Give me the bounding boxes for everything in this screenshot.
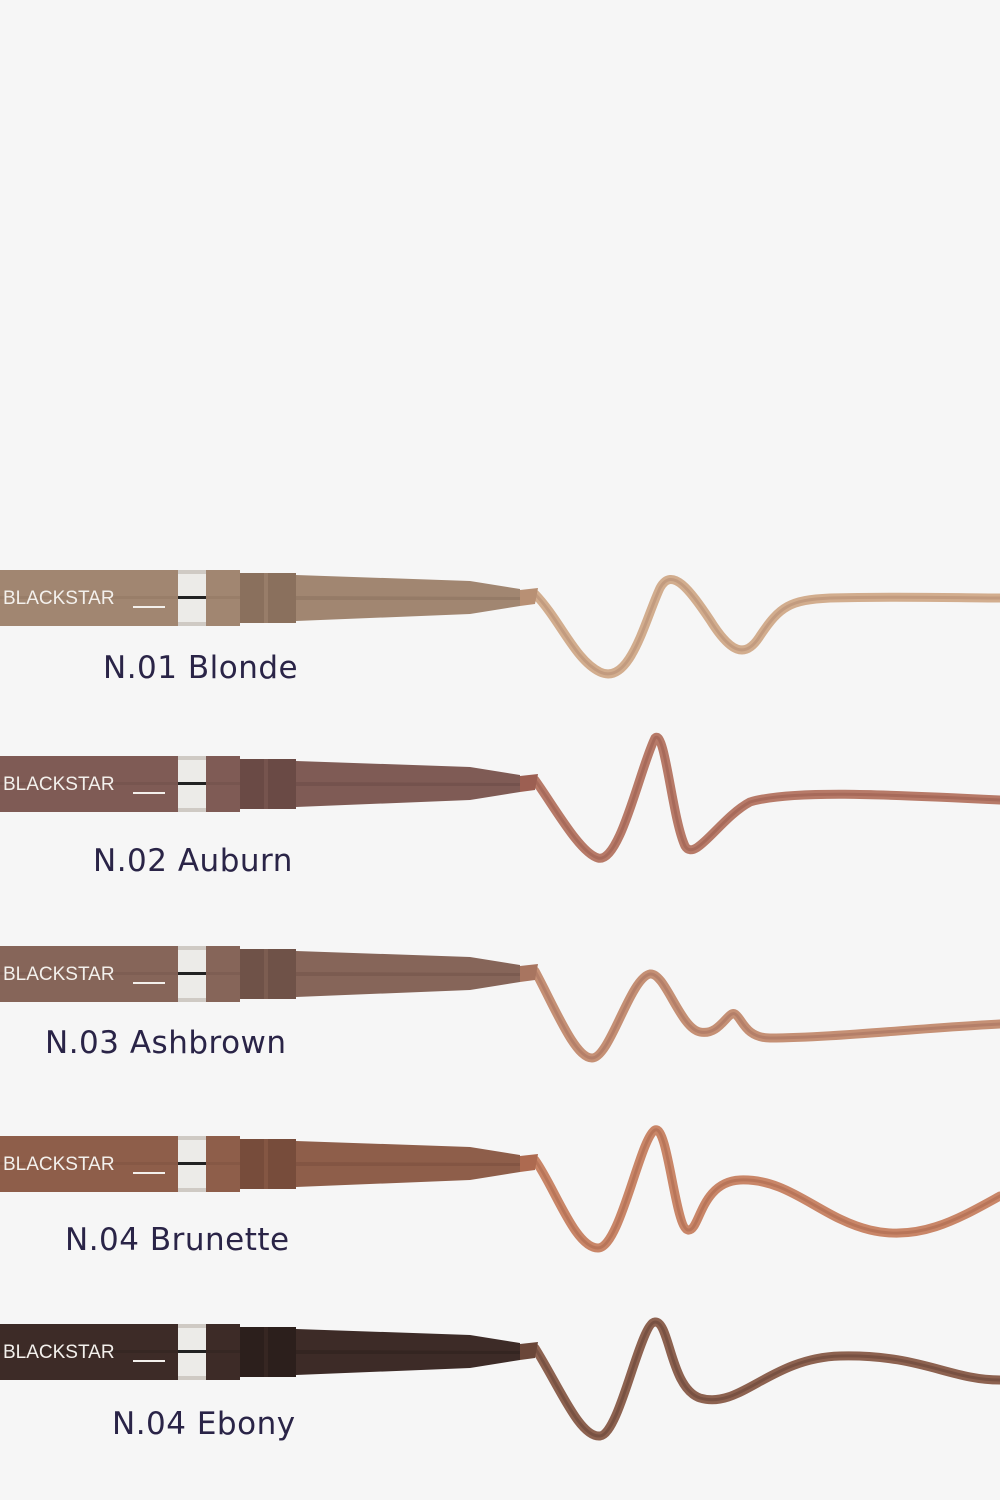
eyebrow-pencil-ashbrown: [0, 946, 1000, 1063]
shade-label: N.04 Ebony: [112, 1406, 296, 1442]
shade-label: N.01 Blonde: [103, 650, 299, 686]
brand-name: BLACKSTAR: [3, 1342, 115, 1363]
brand-underline: [133, 1360, 165, 1362]
shade-row-auburn: BLACKSTAR N.02 Auburn: [0, 728, 1000, 908]
brand-underline: [133, 982, 165, 984]
shade-label: N.02 Auburn: [93, 843, 293, 879]
shade-row-ashbrown: BLACKSTAR N.03 Ashbrown: [0, 918, 1000, 1098]
brand-underline: [133, 792, 165, 794]
eyebrow-pencil-ebony: [0, 1317, 1000, 1441]
brand-name: BLACKSTAR: [3, 774, 115, 795]
shade-row-blonde: BLACKSTAR N.01 Blonde: [0, 540, 1000, 720]
brand-name: BLACKSTAR: [3, 1154, 115, 1175]
eyebrow-pencil-blonde: [0, 570, 1000, 679]
eyebrow-pencil-brunette: [0, 1125, 1000, 1253]
shade-label: N.04 Brunette: [65, 1222, 290, 1258]
brand-underline: [133, 606, 165, 608]
brand-underline: [133, 1172, 165, 1174]
eyebrow-pencil-auburn: [0, 732, 1000, 863]
shade-label: N.03 Ashbrown: [45, 1025, 287, 1061]
shade-row-brunette: BLACKSTAR N.04 Brunette: [0, 1108, 1000, 1288]
brand-name: BLACKSTAR: [3, 588, 115, 609]
shade-row-ebony: BLACKSTAR N.04 Ebony: [0, 1298, 1000, 1478]
brand-name: BLACKSTAR: [3, 964, 115, 985]
